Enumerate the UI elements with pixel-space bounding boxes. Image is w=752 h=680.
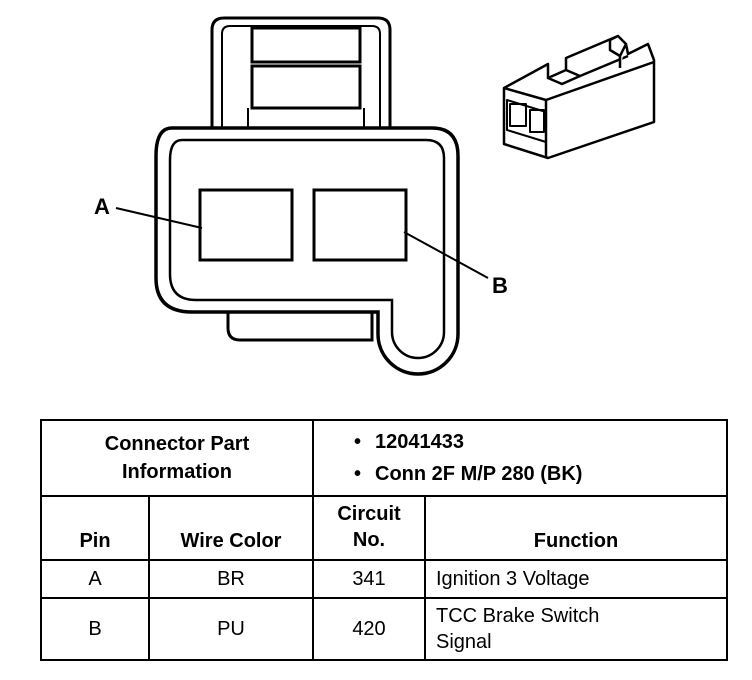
pin-cell: B — [40, 597, 150, 661]
connector-info-title-cell: Connector Part Information — [40, 419, 314, 497]
function-line1: TCC Brake Switch — [436, 605, 600, 627]
function-cell: TCC Brake Switch Signal — [423, 597, 729, 661]
connector-pin-table: Connector Part Information 12041433 Conn… — [40, 419, 729, 661]
terminal-cavity-a — [198, 188, 294, 262]
connector-info-values-cell: 12041433 Conn 2F M/P 280 (BK) — [311, 419, 729, 497]
wire-color-cell: BR — [148, 559, 314, 599]
table-row: A BR 341 Ignition 3 Voltage — [40, 559, 729, 599]
wire-color-cell: PU — [148, 597, 314, 661]
connector-info-title-line1: Connector Part — [104, 433, 250, 455]
column-header-circuit-line2: No. — [352, 529, 386, 551]
terminal-cavity-b — [312, 188, 408, 262]
pin-cell: A — [40, 559, 150, 599]
callout-label-a: A — [94, 194, 110, 219]
column-header-function: Function — [423, 495, 729, 561]
column-header-row: Pin Wire Color Circuit No. Function — [40, 495, 729, 561]
connector-part-number: 12041433 — [354, 426, 726, 458]
function-line2: Signal — [436, 631, 492, 653]
connector-isometric-view — [502, 34, 656, 160]
column-header-pin: Pin — [40, 495, 150, 561]
column-header-circuit-no: Circuit No. — [312, 495, 426, 561]
circuit-cell: 341 — [312, 559, 426, 599]
connector-info-title-line2: Information — [122, 461, 232, 483]
connector-description: Conn 2F M/P 280 (BK) — [354, 458, 726, 490]
callout-label-b: B — [492, 273, 508, 298]
connector-info-list: 12041433 Conn 2F M/P 280 (BK) — [314, 426, 726, 490]
connector-diagram — [115, 16, 656, 376]
leader-line-b — [403, 231, 489, 279]
function-cell: Ignition 3 Voltage — [423, 559, 729, 599]
connector-latch-tab — [210, 16, 392, 130]
column-header-wire-color: Wire Color — [148, 495, 314, 561]
column-header-circuit-line1: Circuit — [337, 503, 401, 525]
leader-line-a — [115, 207, 203, 229]
circuit-cell: 420 — [312, 597, 426, 661]
connector-info-row: Connector Part Information 12041433 Conn… — [40, 419, 729, 497]
table-row: B PU 420 TCC Brake Switch Signal — [40, 597, 729, 661]
